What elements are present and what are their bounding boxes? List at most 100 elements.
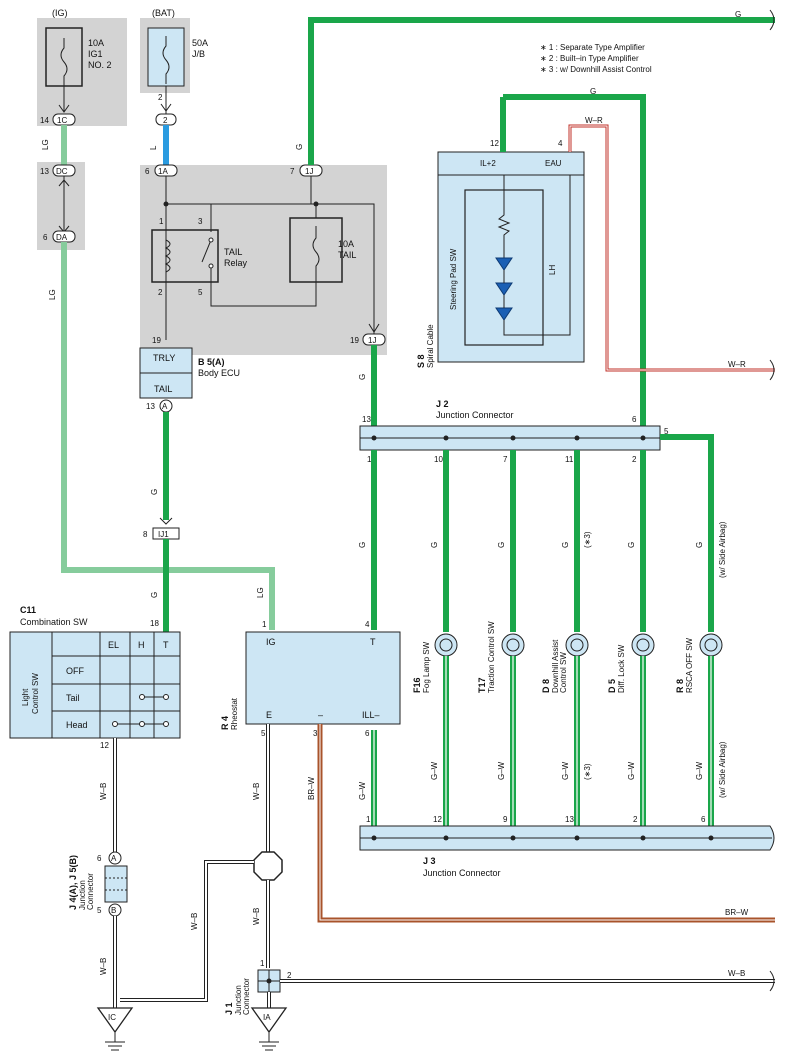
spiral-id: S 8	[416, 354, 426, 368]
svg-text:(∗3): (∗3)	[583, 531, 592, 548]
svg-text:W–B: W–B	[99, 783, 108, 800]
bat-label: (BAT)	[152, 8, 175, 18]
svg-text:9: 9	[503, 815, 508, 824]
svg-text:Connector: Connector	[242, 978, 251, 1015]
svg-text:LG: LG	[48, 289, 57, 300]
svg-text:4: 4	[558, 139, 563, 148]
ground-ia-icon	[250, 1007, 288, 1051]
rheostat-id: R 4	[220, 716, 230, 730]
svg-text:IL+2: IL+2	[480, 159, 496, 168]
svg-text:Junction: Junction	[234, 985, 243, 1015]
svg-text:G: G	[150, 489, 159, 495]
svg-text:ILL–: ILL–	[362, 710, 380, 720]
svg-text:G–W: G–W	[358, 781, 367, 800]
svg-text:3: 3	[313, 729, 318, 738]
svg-text:6: 6	[701, 815, 706, 824]
spiral-name: Spiral Cable	[426, 324, 435, 368]
ig1-fuse-no: NO. 2	[88, 60, 112, 70]
svg-text:LG: LG	[256, 587, 265, 598]
svg-text:W–B: W–B	[252, 908, 261, 925]
svg-text:R 8: R 8	[675, 679, 685, 693]
combination-name: Combination SW	[20, 617, 88, 627]
svg-text:12: 12	[100, 741, 109, 750]
svg-text:6: 6	[145, 167, 150, 176]
combination-id: C11	[20, 605, 36, 615]
svg-text:W–B: W–B	[728, 969, 745, 978]
svg-text:G: G	[735, 10, 741, 19]
jb-fuse-rating: 50A	[192, 38, 208, 48]
relay-label: Relay	[224, 258, 248, 268]
j3-name: Junction Connector	[423, 868, 501, 878]
svg-text:G–W: G–W	[430, 761, 439, 780]
j4-id: J 4(A), J 5(B)	[68, 855, 78, 910]
svg-text:T: T	[163, 640, 169, 650]
j2-name: Junction Connector	[436, 410, 514, 420]
svg-text:G: G	[150, 592, 159, 598]
rheostat	[245, 631, 401, 725]
jb-fuse-icon	[162, 36, 170, 84]
svg-text:G–W: G–W	[695, 761, 704, 780]
svg-text:LG: LG	[41, 139, 50, 150]
svg-text:Downhill Assist: Downhill Assist	[551, 639, 560, 693]
svg-text:E: E	[266, 710, 272, 720]
svg-text:2: 2	[163, 116, 168, 125]
svg-text:18: 18	[150, 619, 159, 628]
ig1-fuse-name: IG1	[88, 49, 103, 59]
spiral-cable	[437, 151, 585, 363]
svg-text:3: 3	[198, 217, 203, 226]
svg-text:1J: 1J	[368, 336, 376, 345]
svg-text:IC: IC	[108, 1013, 116, 1022]
svg-text:2: 2	[158, 93, 163, 102]
tail-fuse-name: TAIL	[338, 250, 356, 260]
j2-id: J 2	[436, 399, 449, 409]
svg-text:Diff. Lock SW: Diff. Lock SW	[617, 644, 626, 693]
svg-text:1: 1	[260, 959, 265, 968]
svg-text:6: 6	[43, 233, 48, 242]
svg-text:1: 1	[366, 815, 371, 824]
svg-text:1C: 1C	[57, 116, 67, 125]
svg-text:EAU: EAU	[545, 159, 562, 168]
svg-text:(∗3): (∗3)	[583, 763, 592, 780]
svg-text:G: G	[358, 374, 367, 380]
svg-text:Traction Control SW: Traction Control SW	[487, 621, 496, 693]
switch-r8	[699, 633, 723, 657]
ecu-trly: TRLY	[153, 353, 175, 363]
svg-text:5: 5	[198, 288, 203, 297]
svg-text:Control SW: Control SW	[31, 673, 40, 714]
svg-text:Connector: Connector	[86, 873, 95, 910]
svg-text:DC: DC	[56, 167, 68, 176]
svg-text:G–W: G–W	[627, 761, 636, 780]
svg-text:Fog Lamp SW: Fog Lamp SW	[422, 641, 431, 693]
rheostat-name: Rheostat	[230, 697, 239, 730]
svg-text:19: 19	[152, 336, 161, 345]
ig1-fuse-rating: 10A	[88, 38, 104, 48]
svg-text:T: T	[370, 637, 376, 647]
svg-text:11: 11	[565, 455, 574, 464]
svg-text:G–W: G–W	[561, 761, 570, 780]
svg-text:1: 1	[159, 217, 164, 226]
svg-text:7: 7	[290, 167, 295, 176]
svg-text:(w/ Side Airbag): (w/ Side Airbag)	[718, 741, 727, 798]
svg-text:A: A	[162, 402, 168, 411]
svg-text:1: 1	[262, 620, 267, 629]
svg-text:6: 6	[632, 415, 637, 424]
svg-text:6: 6	[97, 854, 102, 863]
svg-text:W–B: W–B	[99, 958, 108, 975]
switch-f16	[434, 633, 458, 657]
j3-id: J 3	[423, 856, 436, 866]
svg-text:B: B	[111, 906, 116, 915]
svg-text:Light: Light	[21, 688, 30, 706]
svg-text:G–W: G–W	[497, 761, 506, 780]
svg-text:6: 6	[365, 729, 370, 738]
svg-text:A: A	[111, 854, 117, 863]
ig1-fuse-icon	[60, 38, 68, 86]
svg-text:Tail: Tail	[66, 693, 80, 703]
switch-d5	[631, 633, 655, 657]
jb-fuse-name: J/B	[192, 49, 205, 59]
svg-text:10: 10	[434, 455, 443, 464]
svg-text:G: G	[430, 542, 439, 548]
svg-text:5: 5	[261, 729, 266, 738]
svg-text:IA: IA	[263, 1013, 271, 1022]
svg-text:2: 2	[632, 455, 637, 464]
svg-text:BR–W: BR–W	[725, 908, 749, 917]
